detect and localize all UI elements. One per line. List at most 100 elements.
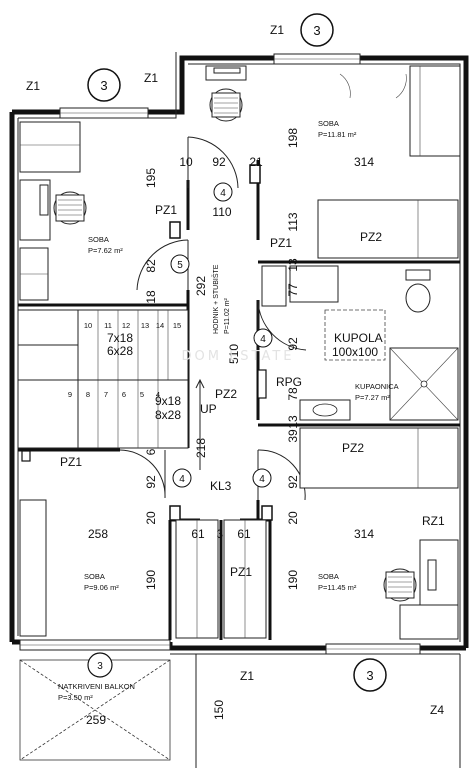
- svg-text:P=11.45 m²: P=11.45 m²: [318, 583, 357, 592]
- marker-up: UP: [200, 402, 217, 416]
- svg-text:3: 3: [313, 23, 320, 38]
- svg-text:4: 4: [260, 334, 266, 345]
- dim-190-left: 190: [144, 570, 158, 590]
- dim-92-mid: 92: [286, 337, 300, 351]
- dim-92-top: 92: [212, 155, 226, 169]
- stair-spec-upper-treads: 6x28: [107, 344, 133, 358]
- dim-92-right: 92: [286, 475, 300, 489]
- dim-77: 77: [286, 283, 300, 297]
- svg-text:P=9.06 m²: P=9.06 m²: [84, 583, 119, 592]
- svg-text:4: 4: [259, 474, 265, 485]
- dim-314-top: 314: [354, 155, 374, 169]
- furniture: [19, 65, 461, 768]
- dim-10: 10: [179, 155, 193, 169]
- dim-258: 258: [88, 527, 108, 541]
- marker-z1-left: Z1: [26, 79, 40, 93]
- marker-pz2-ne: PZ2: [360, 230, 382, 244]
- washing-machine: [289, 265, 339, 303]
- section-marks: 3 3 3 3: [87, 13, 387, 692]
- dim-150: 150: [212, 700, 226, 720]
- door-mark-4-bath: 4: [253, 328, 273, 348]
- section-mark-balcony: 3: [87, 652, 113, 678]
- svg-text:SOBA: SOBA: [318, 119, 339, 128]
- marker-z1-bottom: Z1: [240, 669, 254, 683]
- dim-113: 113: [286, 212, 300, 231]
- windows: [19, 53, 421, 655]
- dim-18: 18: [144, 290, 158, 304]
- dim-13-b: 13: [286, 415, 300, 429]
- desk-se: [419, 539, 459, 611]
- room-kupaonica: KUPAONICA P=7.27 m²: [355, 382, 399, 402]
- dim-82: 82: [144, 259, 158, 273]
- section-mark-bottom: 3: [353, 658, 387, 692]
- svg-text:SOBA: SOBA: [88, 235, 109, 244]
- room-balkon: NATKRIVENI BALKON P=3.50 m²: [58, 682, 135, 702]
- stair-step-7: 7: [104, 390, 108, 399]
- svg-text:KUPAONICA: KUPAONICA: [355, 382, 399, 391]
- svg-text:SOBA: SOBA: [84, 572, 105, 581]
- bed-sw: [19, 499, 47, 637]
- toilet: [405, 283, 431, 313]
- svg-text:P=7.62 m²: P=7.62 m²: [88, 246, 123, 255]
- stair-step-10: 10: [84, 321, 92, 330]
- dim-510: 510: [227, 344, 241, 364]
- monitor-nw: [39, 184, 49, 216]
- dimensions: 198 314 10 92 21 195 110 113 82 292 13 7…: [86, 128, 374, 727]
- dim-190-right: 190: [286, 570, 300, 590]
- svg-text:5: 5: [177, 260, 183, 271]
- svg-text:P=11.02 m²: P=11.02 m²: [224, 297, 231, 334]
- marker-z1-mid: Z1: [144, 71, 158, 85]
- dim-198: 198: [286, 128, 300, 148]
- door-mark-4-se: 4: [252, 468, 272, 488]
- svg-text:P=3.50 m²: P=3.50 m²: [58, 693, 93, 702]
- door-mark-4-sw: 4: [172, 468, 192, 488]
- skylight: [324, 309, 386, 361]
- room-soba-ne: SOBA P=11.81 m²: [318, 119, 357, 139]
- wardrobe-ne: [409, 65, 461, 157]
- stair-step-4: 4: [156, 390, 160, 399]
- interior-walls: [18, 160, 460, 640]
- svg-text:4: 4: [179, 474, 185, 485]
- stair-step-8: 8: [86, 390, 90, 399]
- svg-text:3: 3: [100, 78, 107, 93]
- dim-20-left: 20: [144, 511, 158, 525]
- upper-steps: [97, 310, 169, 380]
- dim-6: 6: [144, 448, 158, 455]
- door-marks: 4 5 4 4 4: [170, 182, 273, 488]
- lower-steps: [97, 380, 159, 448]
- dim-314-bottom: 314: [354, 527, 374, 541]
- dim-218: 218: [194, 438, 208, 458]
- stair-step-6: 6: [122, 390, 126, 399]
- door-mark-4-upper: 4: [213, 182, 233, 202]
- marker-rz1: RZ1: [422, 514, 445, 528]
- svg-text:3: 3: [97, 661, 103, 672]
- marker-kl3: KL3: [210, 479, 232, 493]
- dim-13: 13: [286, 258, 300, 272]
- wardrobe-se: [399, 604, 459, 640]
- stair-spec-upper-risers: 7x18: [107, 331, 133, 345]
- marker-pz1-nw: PZ1: [155, 203, 177, 217]
- dim-61-left: 61: [191, 527, 205, 541]
- marker-z1-top: Z1: [270, 23, 284, 37]
- dim-61-right: 61: [237, 527, 251, 541]
- skylight-label: KUPOLA: [334, 331, 383, 345]
- stair-step-12: 12: [122, 321, 130, 330]
- stair-step-5: 5: [140, 390, 144, 399]
- svg-text:NATKRIVENI BALKON: NATKRIVENI BALKON: [58, 682, 135, 691]
- room-soba-nw: SOBA P=7.62 m²: [88, 235, 123, 255]
- svg-text:3: 3: [366, 668, 373, 683]
- room-soba-sw: SOBA P=9.06 m²: [84, 572, 119, 592]
- dim-39: 39: [286, 429, 300, 443]
- room-labels: SOBA P=11.81 m² SOBA P=7.62 m² HODNIK + …: [58, 119, 399, 702]
- dim-20-right: 20: [286, 511, 300, 525]
- svg-text:4: 4: [220, 188, 226, 199]
- dim-110: 110: [212, 205, 231, 219]
- dim-21: 21: [249, 155, 263, 169]
- section-mark-left: 3: [87, 68, 121, 102]
- stair-step-9: 9: [68, 390, 72, 399]
- stair-step-15: 15: [173, 321, 181, 330]
- dim-259: 259: [86, 713, 106, 727]
- markers: Z1 Z1 Z1 Z1 RZ1 Z4 PZ1 PZ1 PZ1 PZ1 PZ2 P…: [26, 23, 445, 717]
- dim-92-left: 92: [144, 475, 158, 489]
